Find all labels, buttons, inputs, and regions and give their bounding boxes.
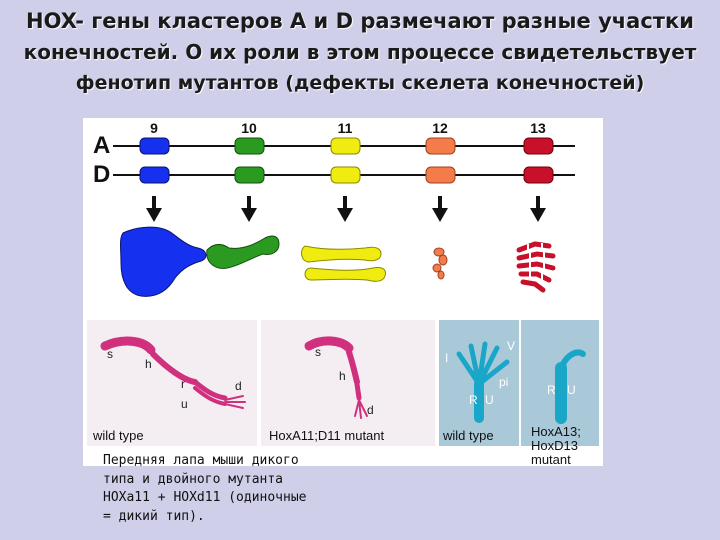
photo-label-mutant: HoxA11;D11 mutant [269,428,385,443]
bone-label-d: d [235,379,242,393]
bone-label-s: s [315,345,321,359]
gene-box-a10 [235,138,264,154]
arrow-head-icon [337,208,353,222]
caption-line-1: Передняя лапа мыши дикого [103,452,403,471]
ulna-yellow-shape [305,267,386,281]
caption-line-2: типа и двойного мутанта [103,471,403,490]
slide-title: HOX- гены кластеров A и D размечают разн… [0,6,720,99]
arrow-icon [343,196,347,210]
figure-panel: A D 9 10 11 12 13 [83,118,603,466]
gene-number-13: 13 [530,120,546,136]
bone-label-i: I [445,351,448,365]
arrow-icon [536,196,540,210]
bone-label-u: u [181,397,188,411]
humerus-green-shape [207,236,279,268]
gene-box-a13 [524,138,553,154]
bone-label-s: s [107,347,113,361]
caption-line-4: = дикий тип). [103,508,403,527]
bone-label-u: U [485,393,494,407]
caption-line-3: HOXa11 + HOXd11 (одиночные [103,489,403,508]
gene-box-d12 [426,167,455,183]
photo-label-mutant-line-2: HoxD13 [531,438,578,453]
gene-box-a12 [426,138,455,154]
gene-number-12: 12 [432,120,448,136]
cluster-label-d: D [93,161,110,188]
gene-box-d10 [235,167,264,183]
title-line-3: фенотип мутантов (дефекты скелета конечн… [0,68,720,99]
gene-box-d11 [331,167,360,183]
bone-label-r: R [547,383,556,397]
bone-label-u: U [567,383,576,397]
gene-box-a9 [140,138,169,154]
arrow-icon [438,196,442,210]
gene-number-9: 9 [150,120,158,136]
arrow-head-icon [241,208,257,222]
down-arrows [146,196,546,222]
bone-label-d: d [367,403,374,417]
photo-label-mutant-line-3: mutant [531,452,571,466]
hox-diagram: A D 9 10 11 12 13 [83,118,603,466]
bone-label-r: r [181,377,185,391]
bone-label-pi: pi [499,375,508,389]
arrow-head-icon [530,208,546,222]
arrow-icon [247,196,251,210]
cluster-label-a: A [93,132,110,159]
arrow-icon [152,196,156,210]
radius-yellow-shape [302,246,381,262]
carpals-orange-shape [433,248,447,279]
arrow-head-icon [146,208,162,222]
title-line-2: конечностей. О их роли в этом процессе с… [0,37,720,68]
photo-label-wild-type-2: wild type [442,428,494,443]
gene-number-11: 11 [338,120,353,136]
scapula-blue-shape [121,227,207,296]
gene-box-d13 [524,167,553,183]
digits-red-shape [519,244,553,290]
gene-box-d9 [140,167,169,183]
bone-label-h: h [339,369,346,383]
photo-label-mutant-line-1: HoxA13; [531,424,581,439]
bone-label-r: R [469,393,478,407]
bone-label-h: h [145,357,152,371]
gene-number-10: 10 [241,120,257,136]
title-line-1: HOX- гены кластеров A и D размечают разн… [0,6,720,37]
photo-label-wild-type: wild type [92,428,144,443]
caption: Передняя лапа мыши дикого типа и двойног… [103,452,403,526]
bone-label-v: V [507,339,515,353]
gene-box-a11 [331,138,360,154]
arrow-head-icon [432,208,448,222]
